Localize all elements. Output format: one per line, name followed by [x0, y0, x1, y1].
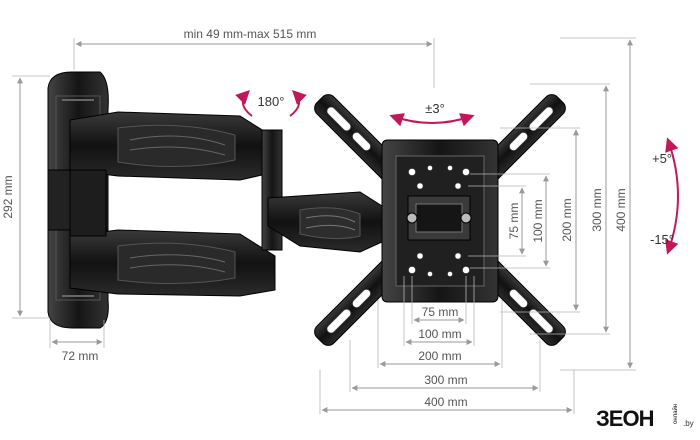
vesa-h-200-label: 200 mm	[418, 349, 461, 363]
vesa-v-100-label: 100 mm	[531, 199, 545, 242]
vesa-h-100-label: 100 mm	[418, 327, 461, 341]
tilt-down-label: -15°	[650, 232, 674, 247]
vesa-h-400-label: 400 mm	[424, 395, 467, 409]
articulating-arm	[69, 111, 383, 297]
logo-ext-text: .by	[683, 419, 694, 428]
vesa-v-300-label: 300 mm	[590, 188, 604, 231]
dimension-wall-height: 292 mm	[1, 75, 50, 319]
rotation-label: ±3°	[425, 101, 445, 116]
tilt-up-label: +5°	[652, 151, 672, 166]
wall-width-label: 72 mm	[62, 349, 99, 363]
logo-small-text: онлайн	[672, 404, 679, 424]
vesa-v-75-label: 75 mm	[507, 203, 521, 240]
logo-brand-text: ЗЕОН	[596, 406, 654, 431]
dimension-wall-width: 72 mm	[49, 320, 105, 363]
brand-logo: ЗЕОН онлайн .by	[596, 404, 694, 431]
rotation-indicator: ±3°	[389, 101, 475, 127]
vesa-bracket	[314, 94, 566, 346]
wall-height-label: 292 mm	[1, 175, 15, 218]
arm-reach-label: min 49 mm-max 515 mm	[184, 27, 317, 41]
vesa-v-400-label: 400 mm	[614, 188, 628, 231]
vesa-h-300-label: 300 mm	[424, 373, 467, 387]
dimension-arm-reach: min 49 mm-max 515 mm	[73, 27, 435, 88]
swivel-label: 180°	[258, 94, 285, 109]
dimension-vesa-vertical: 75 mm 100 mm 200 mm 300 mm 400 mm	[468, 37, 636, 371]
swivel-indicator: 180°	[235, 90, 307, 117]
vesa-h-75-label: 75 mm	[422, 305, 459, 319]
dimension-vesa-horizontal: 75 mm 100 mm 200 mm 300 mm 400 mm	[319, 276, 575, 414]
vesa-v-200-label: 200 mm	[560, 198, 574, 241]
tilt-indicator: +5° -15°	[650, 137, 679, 255]
